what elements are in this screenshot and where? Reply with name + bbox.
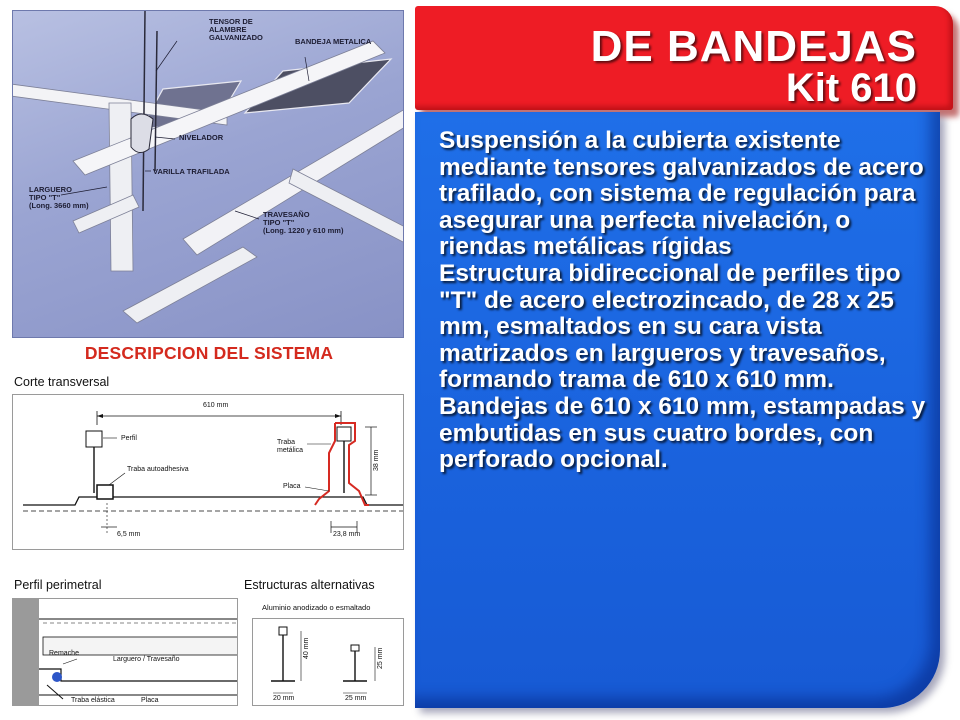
title-banner: DE BANDEJAS Kit 610: [415, 6, 953, 110]
corte-transversal-diagram: 610 mm Perfil Traba autoadhesiva Traba m…: [12, 394, 404, 550]
adhesive-clip: [96, 484, 114, 500]
grid-structure-drawing: [13, 11, 403, 324]
hanger-wire: [154, 30, 158, 172]
main-runner: [72, 40, 386, 176]
ceiling-panel: [23, 496, 403, 506]
profile-bulb: [85, 430, 103, 448]
banner-subtitle: Kit 610: [785, 66, 917, 110]
label-tensor: TENSOR DE ALAMBRE GALVANIZADO: [209, 17, 263, 42]
label-traba-elastica: Traba elástica: [71, 697, 115, 704]
dim-h2: 25 mm: [377, 647, 384, 669]
dim-height: 38 mm: [373, 449, 380, 471]
section-heading: DESCRIPCION DEL SISTEMA: [84, 343, 334, 363]
label-traba-autoadhesiva: Traba autoadhesiva: [127, 466, 189, 473]
system-illustration: TENSOR DE ALAMBRE GALVANIZADO BANDEJA ME…: [12, 10, 404, 338]
description-text: Suspensión a la cubierta existente media…: [439, 127, 933, 474]
dim-gap: 6,5 mm: [117, 531, 141, 538]
cross-tee: [72, 194, 140, 234]
perfil-perimetral-title: Perfil perimetral: [14, 578, 102, 592]
description-paragraph: Estructura bidireccional de perfiles tip…: [439, 259, 901, 394]
rivet-icon: [52, 672, 62, 682]
label-perfil: Perfil: [121, 435, 137, 442]
dim-h1: 40 mm: [303, 637, 310, 659]
label-traba-metalica: Traba metálica: [277, 439, 304, 454]
estructuras-caption: Aluminio anodizado o esmaltado: [262, 603, 371, 612]
profile-bulb: [336, 426, 352, 442]
metal-clip-red: [335, 422, 369, 506]
dim-w2: 25 mm: [345, 695, 367, 702]
description-paragraph: Bandejas de 610 x 610 mm, estampadas y e…: [439, 392, 926, 474]
label-remache: Remache: [49, 650, 79, 657]
runner-profile: [108, 102, 134, 272]
perimeter-profile: [39, 668, 237, 682]
label-bandeja: BANDEJA METALICA: [295, 37, 372, 46]
leveller-piece: [130, 113, 154, 153]
cross-tee: [288, 168, 403, 243]
runner: [42, 636, 237, 656]
estructuras-alternativas-title: Estructuras alternativas: [244, 578, 375, 592]
label-larguero: LARGUERO TIPO "T" (Long. 3660 mm): [29, 185, 89, 210]
hanger-wire: [142, 11, 146, 212]
banner-title: DE BANDEJAS: [590, 22, 917, 71]
label-placa: Placa: [283, 483, 301, 490]
label-placa-perimetral: Placa: [141, 697, 159, 704]
label-larguero-travesano: Larguero / Travesaño: [113, 656, 180, 663]
dim-w1: 20 mm: [273, 695, 295, 702]
cross-tee: [122, 246, 258, 324]
label-varilla: VARILLA TRAFILADA: [153, 167, 230, 176]
estructuras-alternativas-diagram: 40 mm 25 mm 20 mm 25 mm: [252, 618, 404, 706]
label-nivelador: NIVELADOR: [179, 133, 224, 142]
description-paragraph: Suspensión a la cubierta existente media…: [439, 127, 924, 261]
dim-span: 610 mm: [203, 402, 229, 409]
description-panel: [415, 112, 940, 708]
perfil-perimetral-diagram: Remache Larguero / Travesaño Traba elást…: [12, 598, 238, 706]
label-travesano: TRAVESAÑO TIPO "T" (Long. 1220 y 610 mm): [263, 210, 344, 235]
dim-width: 23,8 mm: [333, 531, 361, 538]
wall: [13, 599, 39, 705]
corte-transversal-title: Corte transversal: [14, 375, 110, 389]
